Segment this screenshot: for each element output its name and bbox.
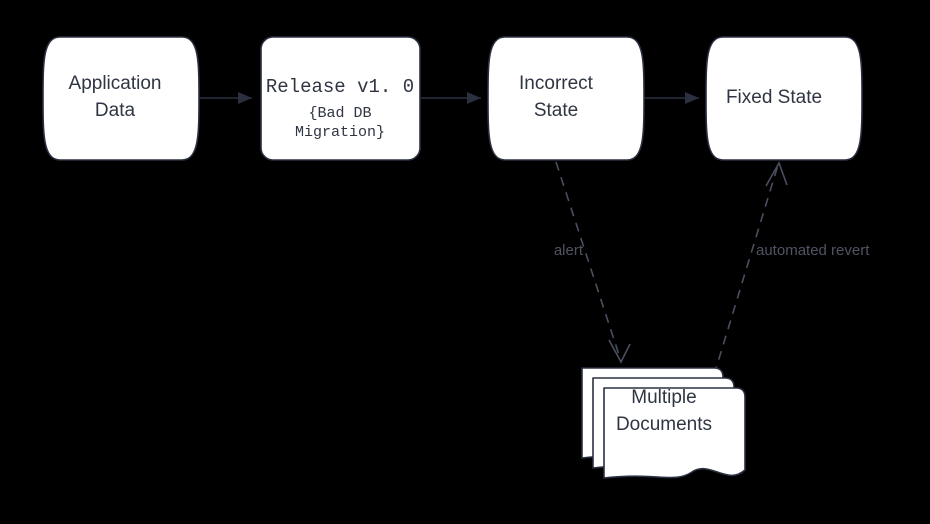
node-label-line1: Multiple <box>631 387 696 408</box>
edge-label-automated-revert: automated revert <box>756 242 870 259</box>
node-label-line1: Application <box>69 73 162 94</box>
tape-shape <box>487 36 645 161</box>
node-label-line1: Release v1. 0 <box>266 76 414 98</box>
edge-incorrect-state-to-documents: alert <box>554 161 631 364</box>
edge-line <box>555 161 621 359</box>
node-label-line2: State <box>534 100 578 121</box>
edge-label-alert: alert <box>554 242 584 259</box>
node-label-line1: Fixed State <box>726 87 822 108</box>
edge-application-data-to-release <box>193 92 252 104</box>
node-incorrect-state[interactable]: Incorrect State <box>487 36 645 161</box>
arrowhead-icon <box>765 161 788 187</box>
node-label-line3: Migration} <box>295 124 385 141</box>
node-label-line2: Data <box>95 100 136 121</box>
arrowhead-icon <box>608 339 631 364</box>
node-label-line1: Incorrect <box>519 73 594 94</box>
arrowhead-icon <box>238 92 252 104</box>
edge-line <box>713 164 779 376</box>
node-label-line2: {Bad DB <box>308 105 371 122</box>
node-multiple-documents[interactable]: Multiple Documents <box>581 367 746 479</box>
tape-shape <box>705 36 863 161</box>
arrowhead-icon <box>685 92 699 104</box>
edge-release-to-incorrect-state <box>421 92 481 104</box>
rounded-rect-shape <box>260 36 421 161</box>
arrowhead-icon <box>467 92 481 104</box>
node-fixed-state[interactable]: Fixed State <box>705 36 863 161</box>
node-label-line2: Documents <box>616 414 712 435</box>
document-sheet-front <box>603 387 746 479</box>
node-application-data[interactable]: Application Data <box>42 36 200 161</box>
tape-shape <box>42 36 200 161</box>
edge-documents-to-fixed-state: automated revert <box>713 161 870 376</box>
node-release-v1-0[interactable]: Release v1. 0 {Bad DB Migration} <box>260 36 421 161</box>
